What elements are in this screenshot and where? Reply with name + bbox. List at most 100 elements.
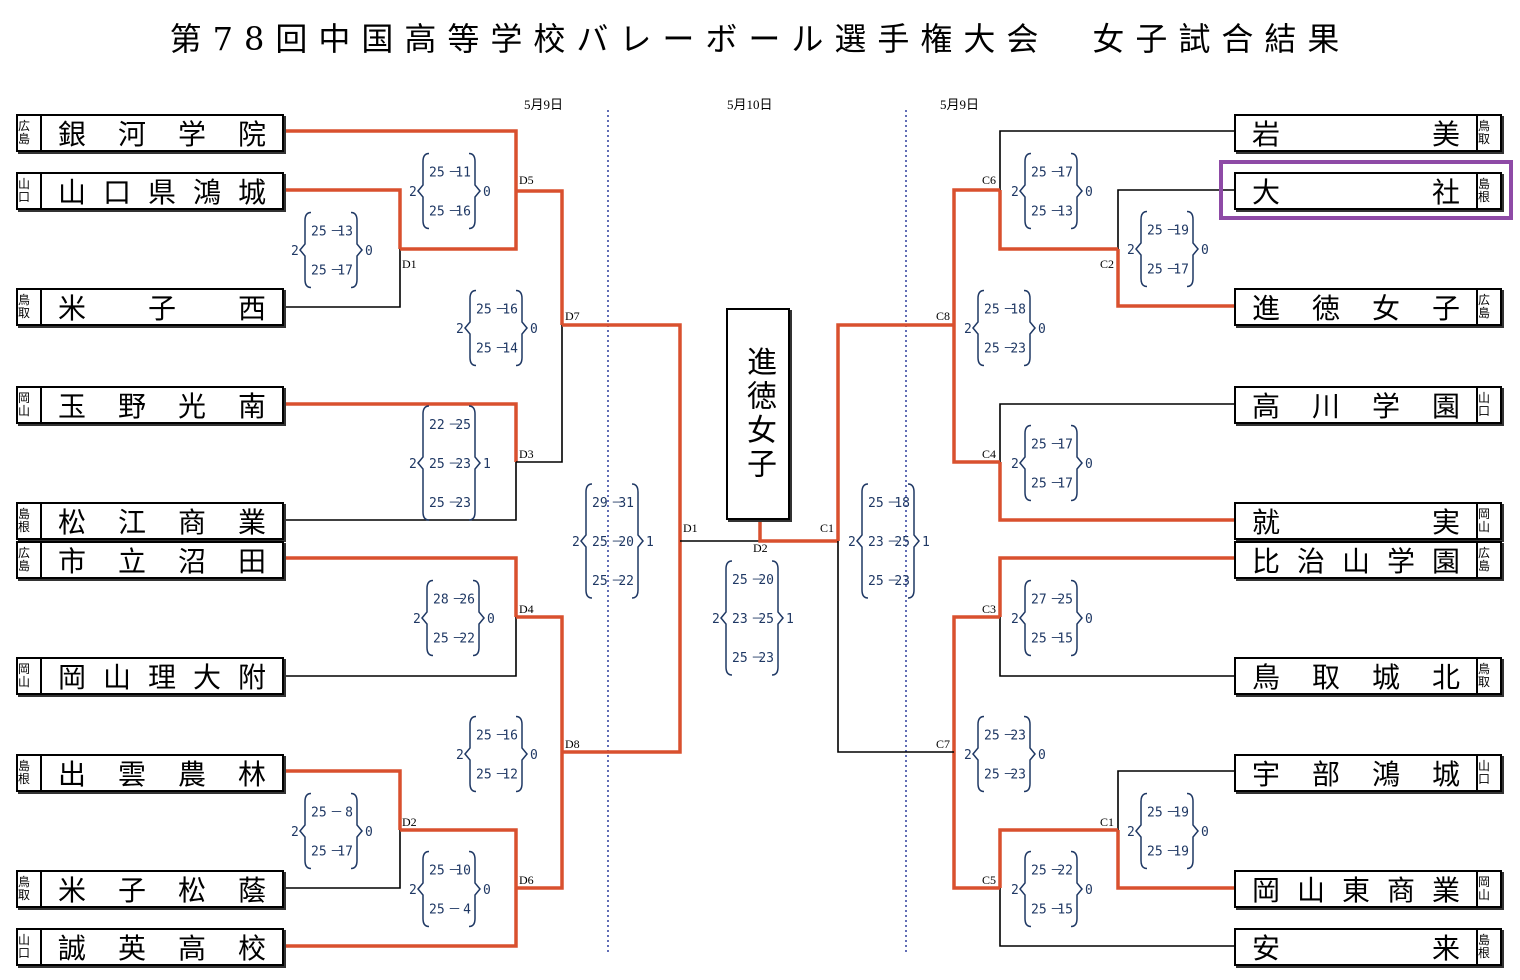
team-name-char: 学 bbox=[1386, 545, 1415, 578]
team-name: 玉野光南 bbox=[42, 385, 282, 425]
set-score-a: 25 bbox=[984, 768, 1000, 783]
team-name-char: 英 bbox=[117, 932, 146, 965]
selection-highlight bbox=[1219, 160, 1513, 220]
team-name-char: 山 bbox=[58, 176, 87, 209]
team-name-char: 江 bbox=[117, 506, 146, 539]
score-brace-right bbox=[771, 560, 784, 676]
match-code: D2 bbox=[402, 815, 417, 829]
set-score-b: 17 bbox=[1057, 438, 1073, 453]
winner-path bbox=[998, 190, 1118, 251]
team-slot-right: 島根 大社 bbox=[1234, 172, 1502, 210]
winner-path bbox=[284, 888, 518, 948]
score-brace-right bbox=[350, 211, 363, 289]
score-brace-right bbox=[515, 715, 528, 793]
team-name-char: 河 bbox=[117, 118, 146, 151]
team-name: 岩美 bbox=[1236, 113, 1476, 153]
score-brace-left bbox=[417, 850, 430, 928]
sets-won-top: 2 bbox=[456, 748, 464, 763]
team-name-char: 鴻 bbox=[1371, 758, 1400, 791]
set-score-a: 25 bbox=[429, 205, 445, 220]
score-brace-left bbox=[1019, 579, 1032, 657]
score-dash: － bbox=[448, 166, 461, 181]
team-name-char: 園 bbox=[1431, 390, 1460, 423]
date-label-center: 5月10日 bbox=[727, 97, 773, 112]
sets-won-top: 2 bbox=[409, 883, 417, 898]
match-code: C2 bbox=[1100, 257, 1114, 271]
set-score-b: 13 bbox=[337, 225, 353, 240]
team-name-char: 業 bbox=[1431, 874, 1460, 907]
team-name-char: 野 bbox=[117, 390, 146, 423]
match-code: D4 bbox=[519, 602, 534, 616]
prefecture-label: 岡山 bbox=[18, 659, 42, 693]
set-score-b: 23 bbox=[894, 574, 910, 589]
winner-path bbox=[952, 325, 1000, 464]
score-brace-left bbox=[417, 152, 430, 230]
set-score-a: 25 bbox=[868, 496, 884, 511]
team-name-char: 誠 bbox=[58, 932, 87, 965]
set-score-a: 25 bbox=[1031, 438, 1047, 453]
team-name-char: 子 bbox=[117, 874, 146, 907]
score-dash: － bbox=[495, 342, 508, 357]
team-name-char: 雲 bbox=[117, 758, 146, 791]
prefecture-label: 広島 bbox=[18, 116, 42, 150]
team-name-char: 岩 bbox=[1252, 118, 1281, 151]
sets-won-top: 2 bbox=[1127, 825, 1135, 840]
winner-path bbox=[284, 556, 518, 617]
team-slot-right: 岡山 岡山東商業 bbox=[1234, 870, 1502, 908]
sets-won-bottom: 0 bbox=[365, 244, 373, 259]
set-score-b: 17 bbox=[1173, 263, 1189, 278]
team-slot-right: 鳥取 岩美 bbox=[1234, 114, 1502, 152]
team-name-char: 業 bbox=[237, 506, 266, 539]
score-brace-right bbox=[1070, 152, 1083, 230]
team-slot-right: 広島 比治山学園 bbox=[1234, 541, 1502, 579]
prefecture-label: 鳥取 bbox=[18, 290, 42, 324]
score-brace-right bbox=[1070, 424, 1083, 502]
sets-won-bottom: 0 bbox=[1201, 825, 1209, 840]
sets-won-top: 2 bbox=[1011, 457, 1019, 472]
page-title: 第78回中国高等学校バレーボール選手権大会 女子試合結果 bbox=[169, 20, 1351, 58]
team-name: 山口県鴻城 bbox=[42, 171, 282, 211]
team-name-char: 治 bbox=[1296, 545, 1325, 578]
set-score-a: 25 bbox=[476, 303, 492, 318]
score-brace-right bbox=[1023, 289, 1036, 367]
score-brace-left bbox=[1135, 210, 1148, 288]
sets-won-top: 2 bbox=[409, 457, 417, 472]
score-brace-right bbox=[515, 289, 528, 367]
match-code: D5 bbox=[519, 173, 534, 187]
team-name-char: 岡 bbox=[1252, 874, 1281, 907]
winner-path bbox=[952, 752, 1000, 890]
score-dash: － bbox=[1166, 263, 1179, 278]
team-name: 高川学園 bbox=[1236, 385, 1476, 425]
winner-path bbox=[952, 188, 1000, 325]
bracket-line bbox=[284, 249, 401, 308]
score-brace-left bbox=[972, 289, 985, 367]
set-score-a: 25 bbox=[868, 574, 884, 589]
set-score-a: 25 bbox=[429, 496, 445, 511]
champion-name: 進徳女子 bbox=[741, 346, 776, 482]
champion-box: 進徳女子 bbox=[726, 308, 790, 520]
team-slot-left: 岡山 玉野光南 bbox=[16, 386, 284, 424]
score-dash: － bbox=[1050, 205, 1063, 220]
team-name-char: 就 bbox=[1252, 506, 1281, 539]
set-score-a: 25 bbox=[732, 573, 748, 588]
team-name-char: 附 bbox=[237, 661, 266, 694]
bracket-line bbox=[999, 403, 1234, 462]
sets-won-bottom: 1 bbox=[483, 457, 491, 472]
set-score-a: 25 bbox=[311, 845, 327, 860]
set-score-a: 25 bbox=[476, 768, 492, 783]
score-brace-left bbox=[464, 715, 477, 793]
score-dash: － bbox=[330, 225, 343, 240]
set-score-a: 25 bbox=[311, 264, 327, 279]
team-name-char: 林 bbox=[237, 758, 266, 791]
sets-won-top: 2 bbox=[1011, 612, 1019, 627]
team-name-char: 沼 bbox=[177, 545, 206, 578]
match-code: D6 bbox=[519, 873, 534, 887]
team-name-char: 社 bbox=[1431, 176, 1460, 209]
prefecture-label: 岡山 bbox=[1476, 504, 1500, 538]
prefecture-label: 広島 bbox=[1476, 543, 1500, 577]
score-dash: － bbox=[611, 496, 624, 511]
set-score-a: 22 bbox=[429, 418, 445, 433]
score-dash: － bbox=[452, 632, 465, 647]
score-dash: － bbox=[1166, 806, 1179, 821]
bracket-line bbox=[284, 830, 401, 889]
